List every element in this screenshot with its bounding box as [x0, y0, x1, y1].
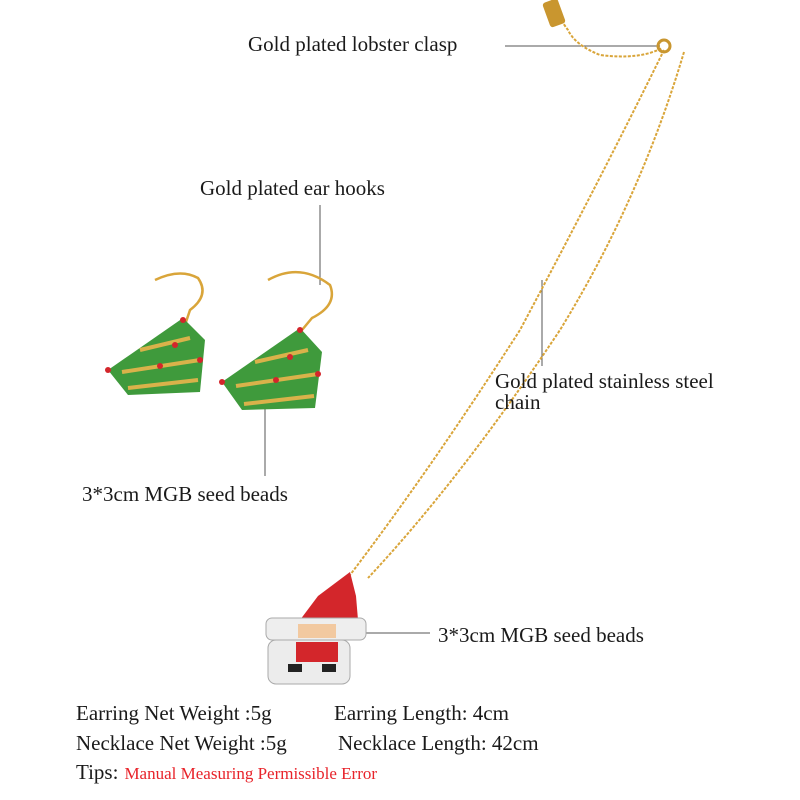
santa-pendant — [265, 572, 367, 685]
necklace-length: Necklace Length: 42cm — [338, 731, 539, 755]
pendant-beads-label: 3*3cm MGB seed beads — [438, 623, 644, 647]
lobster-clasp-icon — [656, 38, 672, 54]
tips-label: Tips: — [76, 760, 119, 784]
chain-label-line2: chain — [495, 390, 541, 414]
clasp-label: Gold plated lobster clasp — [248, 32, 458, 56]
earring-beads-label: 3*3cm MGB seed beads — [82, 482, 288, 506]
ear-hooks-label: Gold plated ear hooks — [200, 176, 385, 200]
tips-text: Manual Measuring Permissible Error — [124, 764, 378, 783]
earring-length: Earring Length: 4cm — [334, 701, 509, 725]
necklace-weight: Necklace Net Weight :5g — [76, 731, 287, 755]
tips: Tips: Manual Measuring Permissible Error — [76, 762, 377, 783]
chain-tag — [542, 0, 566, 28]
right-earring — [219, 270, 334, 410]
necklace-chain — [349, 0, 685, 579]
earring-weight: Earring Net Weight :5g — [76, 701, 272, 725]
chain-label-line1: Gold plated stainless steel — [495, 369, 714, 393]
left-earring — [105, 272, 205, 395]
